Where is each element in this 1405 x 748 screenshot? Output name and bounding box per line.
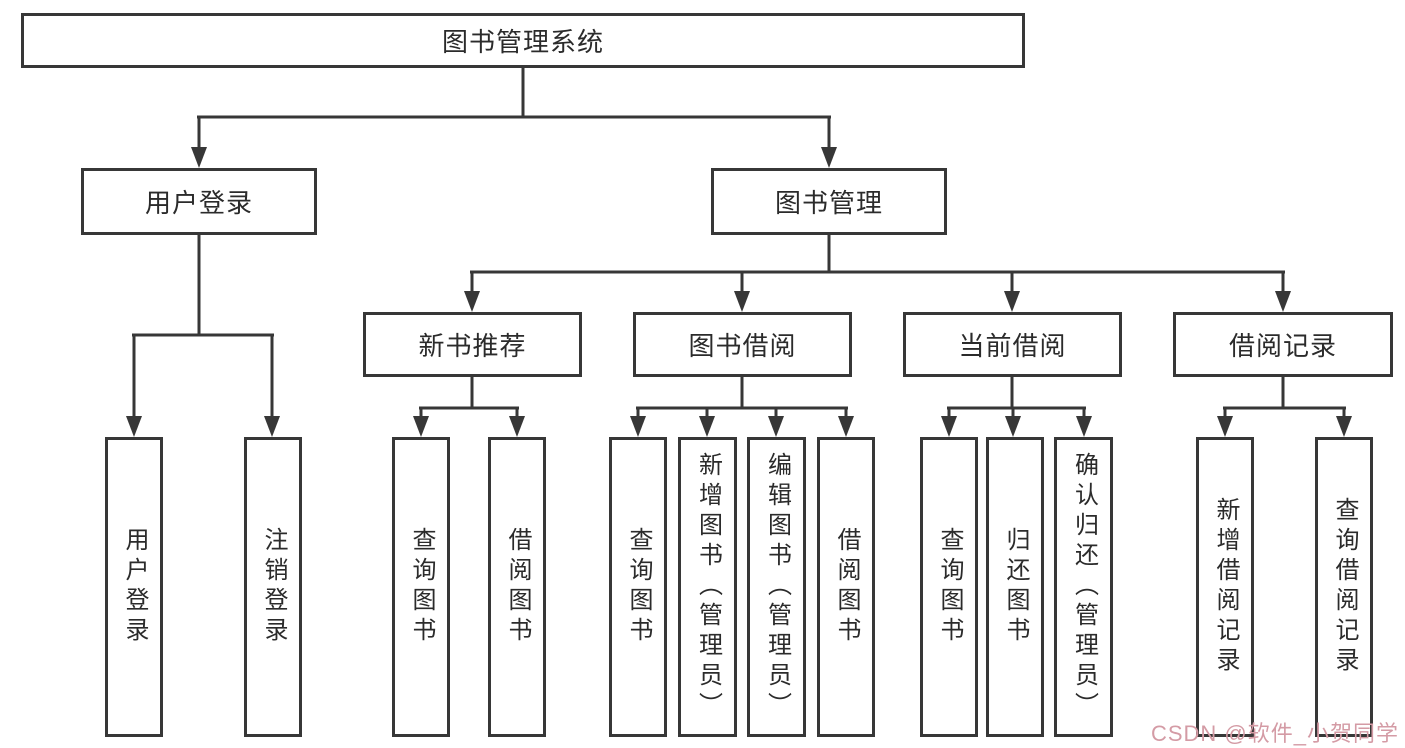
connector-current-to-leaves (947, 377, 1086, 418)
node-new-book-recommend: 新书推荐 (363, 312, 582, 377)
connector-group (126, 68, 1352, 437)
leaf-records-query-record: 查询借阅记录 (1315, 437, 1373, 737)
arrowhead (1076, 416, 1092, 437)
arrowhead (768, 416, 784, 437)
leaf-records-add-record: 新增借阅记录 (1196, 437, 1254, 737)
arrowhead (264, 416, 280, 437)
connector-userlogin-to-leaves (132, 235, 274, 418)
leaf-current-query-books: 查询图书 (920, 437, 978, 737)
node-label: 借阅记录 (1228, 331, 1337, 361)
leaf-current-confirm-return-admin: 确认归还（管理员） (1054, 437, 1113, 737)
node-label: 图书管理系统 (441, 27, 604, 57)
arrowhead (191, 147, 207, 168)
connector-newbooks-to-leaves (419, 377, 519, 418)
node-borrow-records: 借阅记录 (1173, 312, 1393, 377)
arrowhead (1336, 416, 1352, 437)
leaf-user-login: 用户登录 (105, 437, 163, 737)
arrowhead (413, 416, 429, 437)
leaf-current-return-books: 归还图书 (986, 437, 1044, 737)
node-library-management-system: 图书管理系统 (21, 13, 1025, 68)
node-book-management: 图书管理 (711, 168, 947, 235)
node-current-borrowing: 当前借阅 (903, 312, 1122, 377)
arrowhead (699, 416, 715, 437)
node-label: 图书管理 (774, 188, 883, 218)
connector-records-to-leaves (1223, 377, 1346, 418)
node-label: 用户登录 (144, 188, 253, 218)
arrowhead (509, 416, 525, 437)
node-book-borrowing: 图书借阅 (633, 312, 852, 377)
arrowhead (1005, 416, 1021, 437)
leaf-borrowing-add-books-admin: 新增图书（管理员） (678, 437, 737, 737)
arrowhead (821, 147, 837, 168)
node-label: 图书借阅 (688, 331, 797, 361)
node-label: 新书推荐 (418, 331, 527, 361)
leaf-newbooks-borrow-books: 借阅图书 (488, 437, 546, 737)
arrowhead (941, 416, 957, 437)
arrowhead (464, 291, 480, 312)
leaf-borrowing-borrow-books: 借阅图书 (817, 437, 875, 737)
csdn-watermark: CSDN @软件_小贺同学 (1150, 721, 1399, 746)
node-label: 当前借阅 (958, 331, 1067, 361)
arrowhead (734, 291, 750, 312)
connector-bookmgmt-to-level3 (470, 235, 1285, 293)
connector-root-to-level2 (197, 68, 831, 149)
leaf-borrowing-query-books: 查询图书 (609, 437, 667, 737)
arrowhead (1217, 416, 1233, 437)
arrowhead (126, 416, 142, 437)
arrowhead (1004, 291, 1020, 312)
node-user-login: 用户登录 (81, 168, 317, 235)
leaf-user-logout: 注销登录 (244, 437, 302, 737)
arrowhead (630, 416, 646, 437)
arrowhead (1275, 291, 1291, 312)
arrowhead (838, 416, 854, 437)
leaf-borrowing-edit-books-admin: 编辑图书（管理员） (747, 437, 806, 737)
connector-borrowing-to-leaves (636, 377, 848, 418)
leaf-newbooks-query-books: 查询图书 (392, 437, 450, 737)
